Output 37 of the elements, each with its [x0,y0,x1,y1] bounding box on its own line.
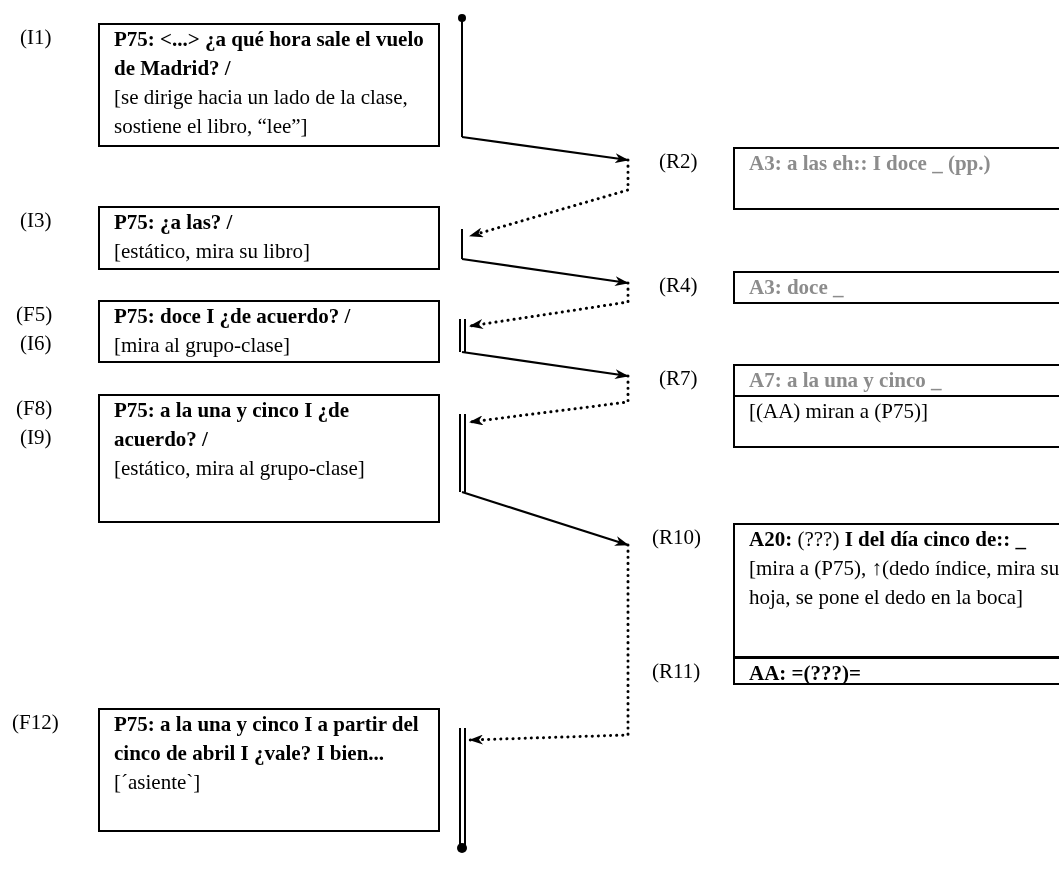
dotted-arrow [468,374,630,426]
turn-code: (I9) [20,424,52,451]
action-description: [´asiente`] [114,769,202,796]
turn-code: (R4) [659,272,698,299]
action-description: [se dirige hacia un lado de la clase, sostiene el libro, “lee”] [114,84,409,140]
action-description: [mira al grupo-clase] [114,332,292,359]
dotted-arrow [468,158,630,238]
action-description: [estático, mira al grupo-clase] [114,455,366,482]
turn-code: (R10) [652,524,701,551]
arrow [461,350,629,380]
turn-code: (F8) [16,395,53,422]
turn-code: (F5) [16,301,53,328]
turn-code: (I3) [20,207,52,234]
arrow [461,135,629,164]
dotted-arrow [468,543,630,745]
utterance-text: AA: =(???)= [749,660,862,687]
turn-code: (F12) [12,709,59,736]
utterance-text: P75: <...> ¿a qué hora sale el vuelo de Madrid? / [114,26,425,82]
action-description: [estático, mira su libro] [114,238,311,265]
action-description: [(AA) miran a (P75)] [735,395,1059,426]
turn-code: (I1) [20,24,52,51]
utterance-text: A7: a la una y cinco _ [749,367,943,394]
utterance-text: P75: a la una y cinco I a partir del cinco de abril I ¿vale? I bien... [114,711,420,767]
utterance-text: P75: ¿a las? / [114,209,234,236]
turn-code: (R2) [659,148,698,175]
turn-code: (R7) [659,365,698,392]
dotted-arrow [468,281,630,329]
turn-code: (I6) [20,330,52,357]
utterance-text: A20: (???) I del día cinco de:: _ [749,526,1028,553]
utterance-text: A3: a las eh:: I doce _ (pp.) [749,150,992,177]
arrow [461,257,629,287]
utterance-text: P75: doce I ¿de acuerdo? / [114,303,352,330]
utterance-text: A3: doce _ [749,274,845,301]
utterance-text: P75: a la una y cinco I ¿de acuerdo? / [114,397,351,453]
arrow [461,490,629,547]
action-description: [mira a (P75), ↑(dedo índice, mira su hoja, se pone el dedo en la boca] [749,555,1059,611]
turn-code: (R11) [652,658,701,685]
